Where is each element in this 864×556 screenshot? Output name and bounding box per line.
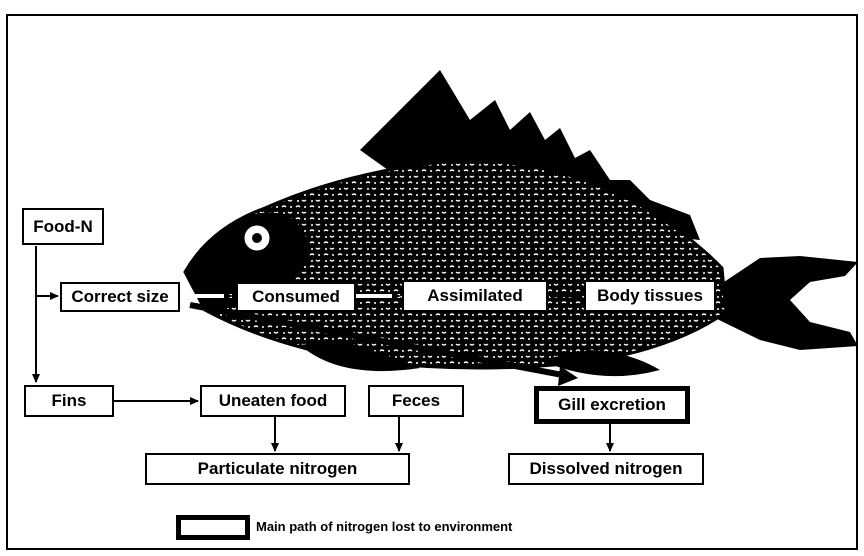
node-consumed: Consumed (236, 282, 356, 312)
node-gill-excretion: Gill excretion (534, 386, 690, 424)
node-correct-size: Correct size (60, 282, 180, 312)
fish-illustration (185, 70, 858, 376)
fish-tail (715, 256, 858, 350)
node-dissolved-nitrogen: Dissolved nitrogen (508, 453, 704, 485)
legend-label: Main path of nitrogen lost to environmen… (256, 519, 512, 534)
node-assimilated: Assimilated (402, 280, 548, 312)
node-uneaten-food: Uneaten food (200, 385, 346, 417)
node-body-tissues: Body tissues (584, 280, 716, 312)
node-particulate-nitrogen: Particulate nitrogen (145, 453, 410, 485)
node-fins: Fins (24, 385, 114, 417)
legend-swatch (176, 515, 250, 540)
node-feces: Feces (368, 385, 464, 417)
node-food-n: Food-N (22, 208, 104, 245)
